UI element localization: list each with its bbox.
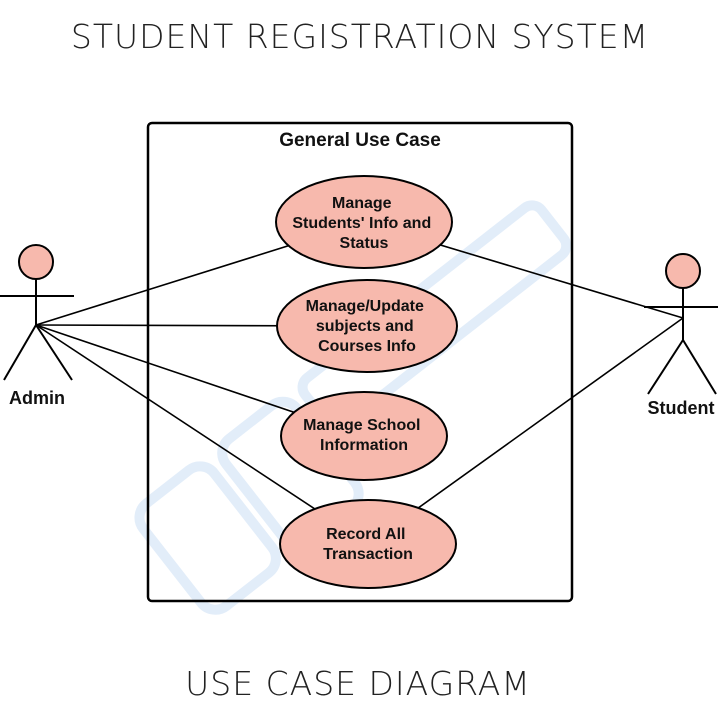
use-case-line: Students' Info and [292,215,431,232]
use-case-manage-school-information[interactable]: Manage School Information [280,391,448,481]
use-cases: Manage Students' Info and Status Manage/… [275,175,458,589]
actor-student-leg-right [682,339,717,395]
system-boundary: General Use Case [146,121,574,603]
system-boundary-label: General Use Case [279,130,441,151]
actor-admin-head [18,244,54,280]
use-case-line: Transaction [323,546,413,563]
actor-student-leg-left [647,339,684,395]
use-case-record-all-transaction[interactable]: Record All Transaction [279,499,457,589]
use-case-line: Information [320,437,408,454]
use-case-line: Record All [326,526,405,543]
use-case-line: Manage/Update [306,298,424,315]
use-case-line: Courses Info [318,338,416,355]
use-case-label: Manage School Information [303,417,425,454]
use-case-label: Manage/Update subjects and Courses Info [306,298,429,355]
actor-admin-label: Admin [9,388,65,408]
use-case-line: subjects and [316,318,414,335]
association-admin-uc4 [35,324,369,545]
use-case-label: Manage Students' Info and Status [292,195,435,252]
use-case-line: Status [340,235,389,252]
watermark-bracket-left [134,461,281,615]
actor-student-label: Student [648,398,715,418]
page-title: STUDENT REGISTRATION SYSTEM [71,17,649,56]
use-case-ellipse[interactable] [276,279,458,373]
actor-admin-leg-right [35,324,73,381]
actor-admin[interactable]: Admin [0,244,74,408]
use-case-line: Manage [332,195,392,212]
actor-student[interactable]: Student [644,253,718,418]
use-case-line: Manage School [303,417,420,434]
system-boundary-box [146,121,574,603]
use-case-manage-subjects-courses[interactable]: Manage/Update subjects and Courses Info [276,279,458,373]
actor-student-head [665,253,701,289]
actor-admin-leg-left [3,324,37,381]
use-case-ellipse[interactable] [275,175,453,269]
use-case-ellipse[interactable] [279,499,457,589]
use-case-label: Record All Transaction [323,526,413,563]
use-case-manage-students-info[interactable]: Manage Students' Info and Status [275,175,453,269]
association-student-uc4 [367,317,684,545]
use-case-ellipse[interactable] [280,391,448,481]
footer-caption: USE CASE DIAGRAM [185,664,531,703]
